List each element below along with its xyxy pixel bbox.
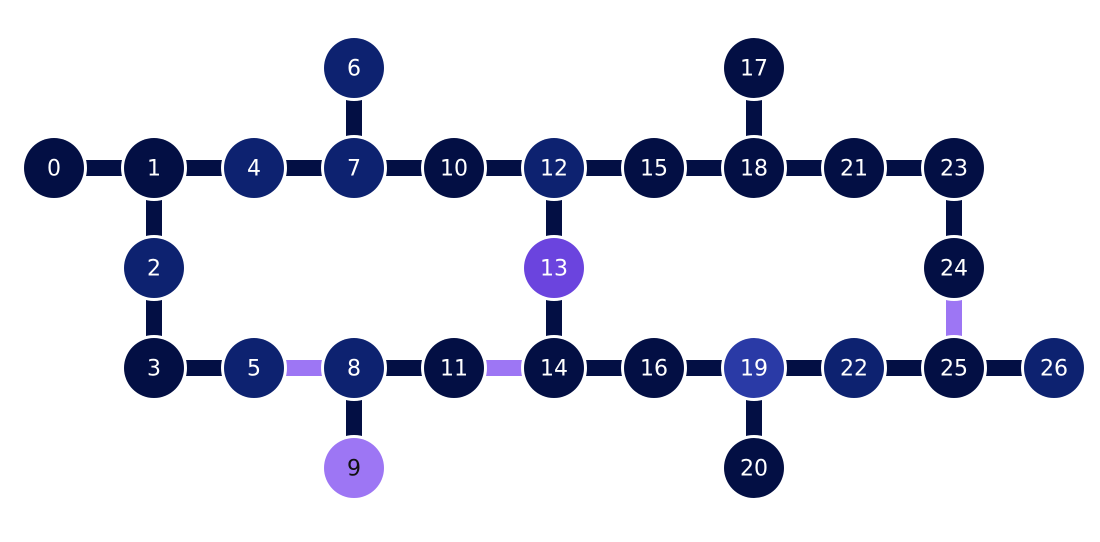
node-label: 20 bbox=[740, 457, 768, 482]
node-circle bbox=[24, 138, 84, 198]
node-12: 12 bbox=[521, 135, 587, 201]
node-24: 24 bbox=[921, 235, 987, 301]
node-label: 0 bbox=[47, 157, 61, 182]
node-circle bbox=[424, 138, 484, 198]
node-26: 26 bbox=[1021, 335, 1087, 401]
node-label: 6 bbox=[347, 57, 361, 82]
node-18: 18 bbox=[721, 135, 787, 201]
node-21: 21 bbox=[821, 135, 887, 201]
node-circle bbox=[724, 438, 784, 498]
node-circle bbox=[224, 338, 284, 398]
node-label: 2 bbox=[147, 257, 161, 282]
node-10: 10 bbox=[421, 135, 487, 201]
node-circle bbox=[124, 238, 184, 298]
node-circle bbox=[324, 38, 384, 98]
node-label: 16 bbox=[640, 357, 668, 382]
node-9: 9 bbox=[321, 435, 387, 501]
node-6: 6 bbox=[321, 35, 387, 101]
node-circle bbox=[724, 338, 784, 398]
node-label: 26 bbox=[1040, 357, 1068, 382]
node-2: 2 bbox=[121, 235, 187, 301]
node-15: 15 bbox=[621, 135, 687, 201]
node-label: 25 bbox=[940, 357, 968, 382]
node-label: 8 bbox=[347, 357, 361, 382]
node-label: 15 bbox=[640, 157, 668, 182]
node-22: 22 bbox=[821, 335, 887, 401]
node-label: 12 bbox=[540, 157, 568, 182]
node-label: 14 bbox=[540, 357, 568, 382]
node-label: 22 bbox=[840, 357, 868, 382]
node-label: 24 bbox=[940, 257, 968, 282]
node-5: 5 bbox=[221, 335, 287, 401]
node-label: 7 bbox=[347, 157, 361, 182]
node-3: 3 bbox=[121, 335, 187, 401]
node-circle bbox=[524, 138, 584, 198]
node-label: 17 bbox=[740, 57, 768, 82]
node-16: 16 bbox=[621, 335, 687, 401]
node-label: 13 bbox=[540, 257, 568, 282]
node-14: 14 bbox=[521, 335, 587, 401]
node-circle bbox=[324, 338, 384, 398]
node-circle bbox=[824, 138, 884, 198]
node-label: 21 bbox=[840, 157, 868, 182]
node-0: 0 bbox=[21, 135, 87, 201]
node-label: 1 bbox=[147, 157, 161, 182]
node-11: 11 bbox=[421, 335, 487, 401]
node-circle bbox=[924, 138, 984, 198]
node-label: 5 bbox=[247, 357, 261, 382]
node-circle bbox=[124, 338, 184, 398]
node-circle bbox=[324, 138, 384, 198]
node-label: 18 bbox=[740, 157, 768, 182]
node-circle bbox=[924, 338, 984, 398]
node-label: 19 bbox=[740, 357, 768, 382]
node-20: 20 bbox=[721, 435, 787, 501]
node-8: 8 bbox=[321, 335, 387, 401]
node-25: 25 bbox=[921, 335, 987, 401]
node-circle bbox=[624, 338, 684, 398]
node-13: 13 bbox=[521, 235, 587, 301]
node-circle bbox=[624, 138, 684, 198]
node-23: 23 bbox=[921, 135, 987, 201]
node-1: 1 bbox=[121, 135, 187, 201]
node-label: 3 bbox=[147, 357, 161, 382]
node-circle bbox=[824, 338, 884, 398]
node-label: 10 bbox=[440, 157, 468, 182]
node-label: 23 bbox=[940, 157, 968, 182]
node-19: 19 bbox=[721, 335, 787, 401]
node-circle bbox=[224, 138, 284, 198]
node-circle bbox=[1024, 338, 1084, 398]
node-label: 9 bbox=[347, 457, 361, 482]
node-circle bbox=[124, 138, 184, 198]
node-circle bbox=[924, 238, 984, 298]
node-circle bbox=[524, 238, 584, 298]
node-label: 11 bbox=[440, 357, 468, 382]
node-circle bbox=[324, 438, 384, 498]
node-4: 4 bbox=[221, 135, 287, 201]
node-17: 17 bbox=[721, 35, 787, 101]
node-circle bbox=[724, 138, 784, 198]
node-circle bbox=[524, 338, 584, 398]
node-circle bbox=[424, 338, 484, 398]
node-label: 4 bbox=[247, 157, 261, 182]
node-7: 7 bbox=[321, 135, 387, 201]
node-circle bbox=[724, 38, 784, 98]
